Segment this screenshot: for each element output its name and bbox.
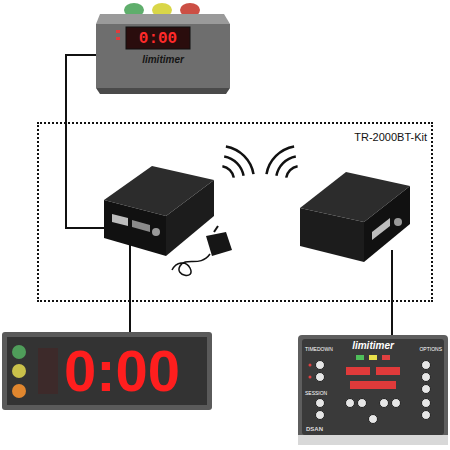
green-light [12,345,26,359]
wireless-signal [222,147,297,178]
button [392,399,401,408]
section-label: TIMEDOWN [305,347,333,352]
led [356,355,364,360]
button [422,411,431,420]
brand-label: limitimer [352,341,394,351]
device-front [96,24,230,88]
section-label: OPTIONS [419,347,442,352]
device-top [96,14,230,24]
button [316,373,325,382]
button [316,399,325,408]
cable [391,250,393,335]
kit-label: TR-2000BT-Kit [354,132,427,143]
led [309,376,312,379]
led [116,30,120,33]
yellow-light [12,364,26,378]
led [309,364,312,367]
orange-light [12,384,26,398]
led [369,355,377,360]
display-housing [2,332,212,410]
controller: TIMEDOWN limitimerOPTIONS SESSION DSAN [298,335,448,445]
controller-face [302,339,444,435]
maker-label: DSAN [306,426,323,432]
mini-display [376,367,400,375]
mini-display [346,367,370,375]
display-face [7,337,207,405]
button [369,415,378,424]
unlit-digit [38,348,58,394]
button [358,399,367,408]
brand-label: limitimer [142,55,184,65]
speaker-timer-outline [96,0,230,94]
wall-display: 0:00 [2,332,212,410]
section-label: SESSION [305,391,327,396]
led [116,37,120,40]
button [346,399,355,408]
kit-region: TR-2000BT-Kit [37,122,433,302]
receiver-box [300,172,410,262]
led [382,355,390,360]
timer-digits: 0:00 [64,342,180,400]
controller-housing [298,335,448,445]
controller-base [298,435,448,445]
button [316,361,325,370]
device-base [96,88,230,94]
button [422,361,431,370]
button [380,399,389,408]
button [316,411,325,420]
button [422,385,431,394]
transmitter-box [104,166,214,256]
timer-digits: 0:00 [139,31,177,47]
cable [129,244,131,332]
power-adapter [172,226,232,275]
button [422,399,431,408]
mini-display [350,381,396,389]
button [422,373,431,382]
speaker-timer: 0:00 limitimer [96,0,230,94]
display-window [126,27,190,49]
